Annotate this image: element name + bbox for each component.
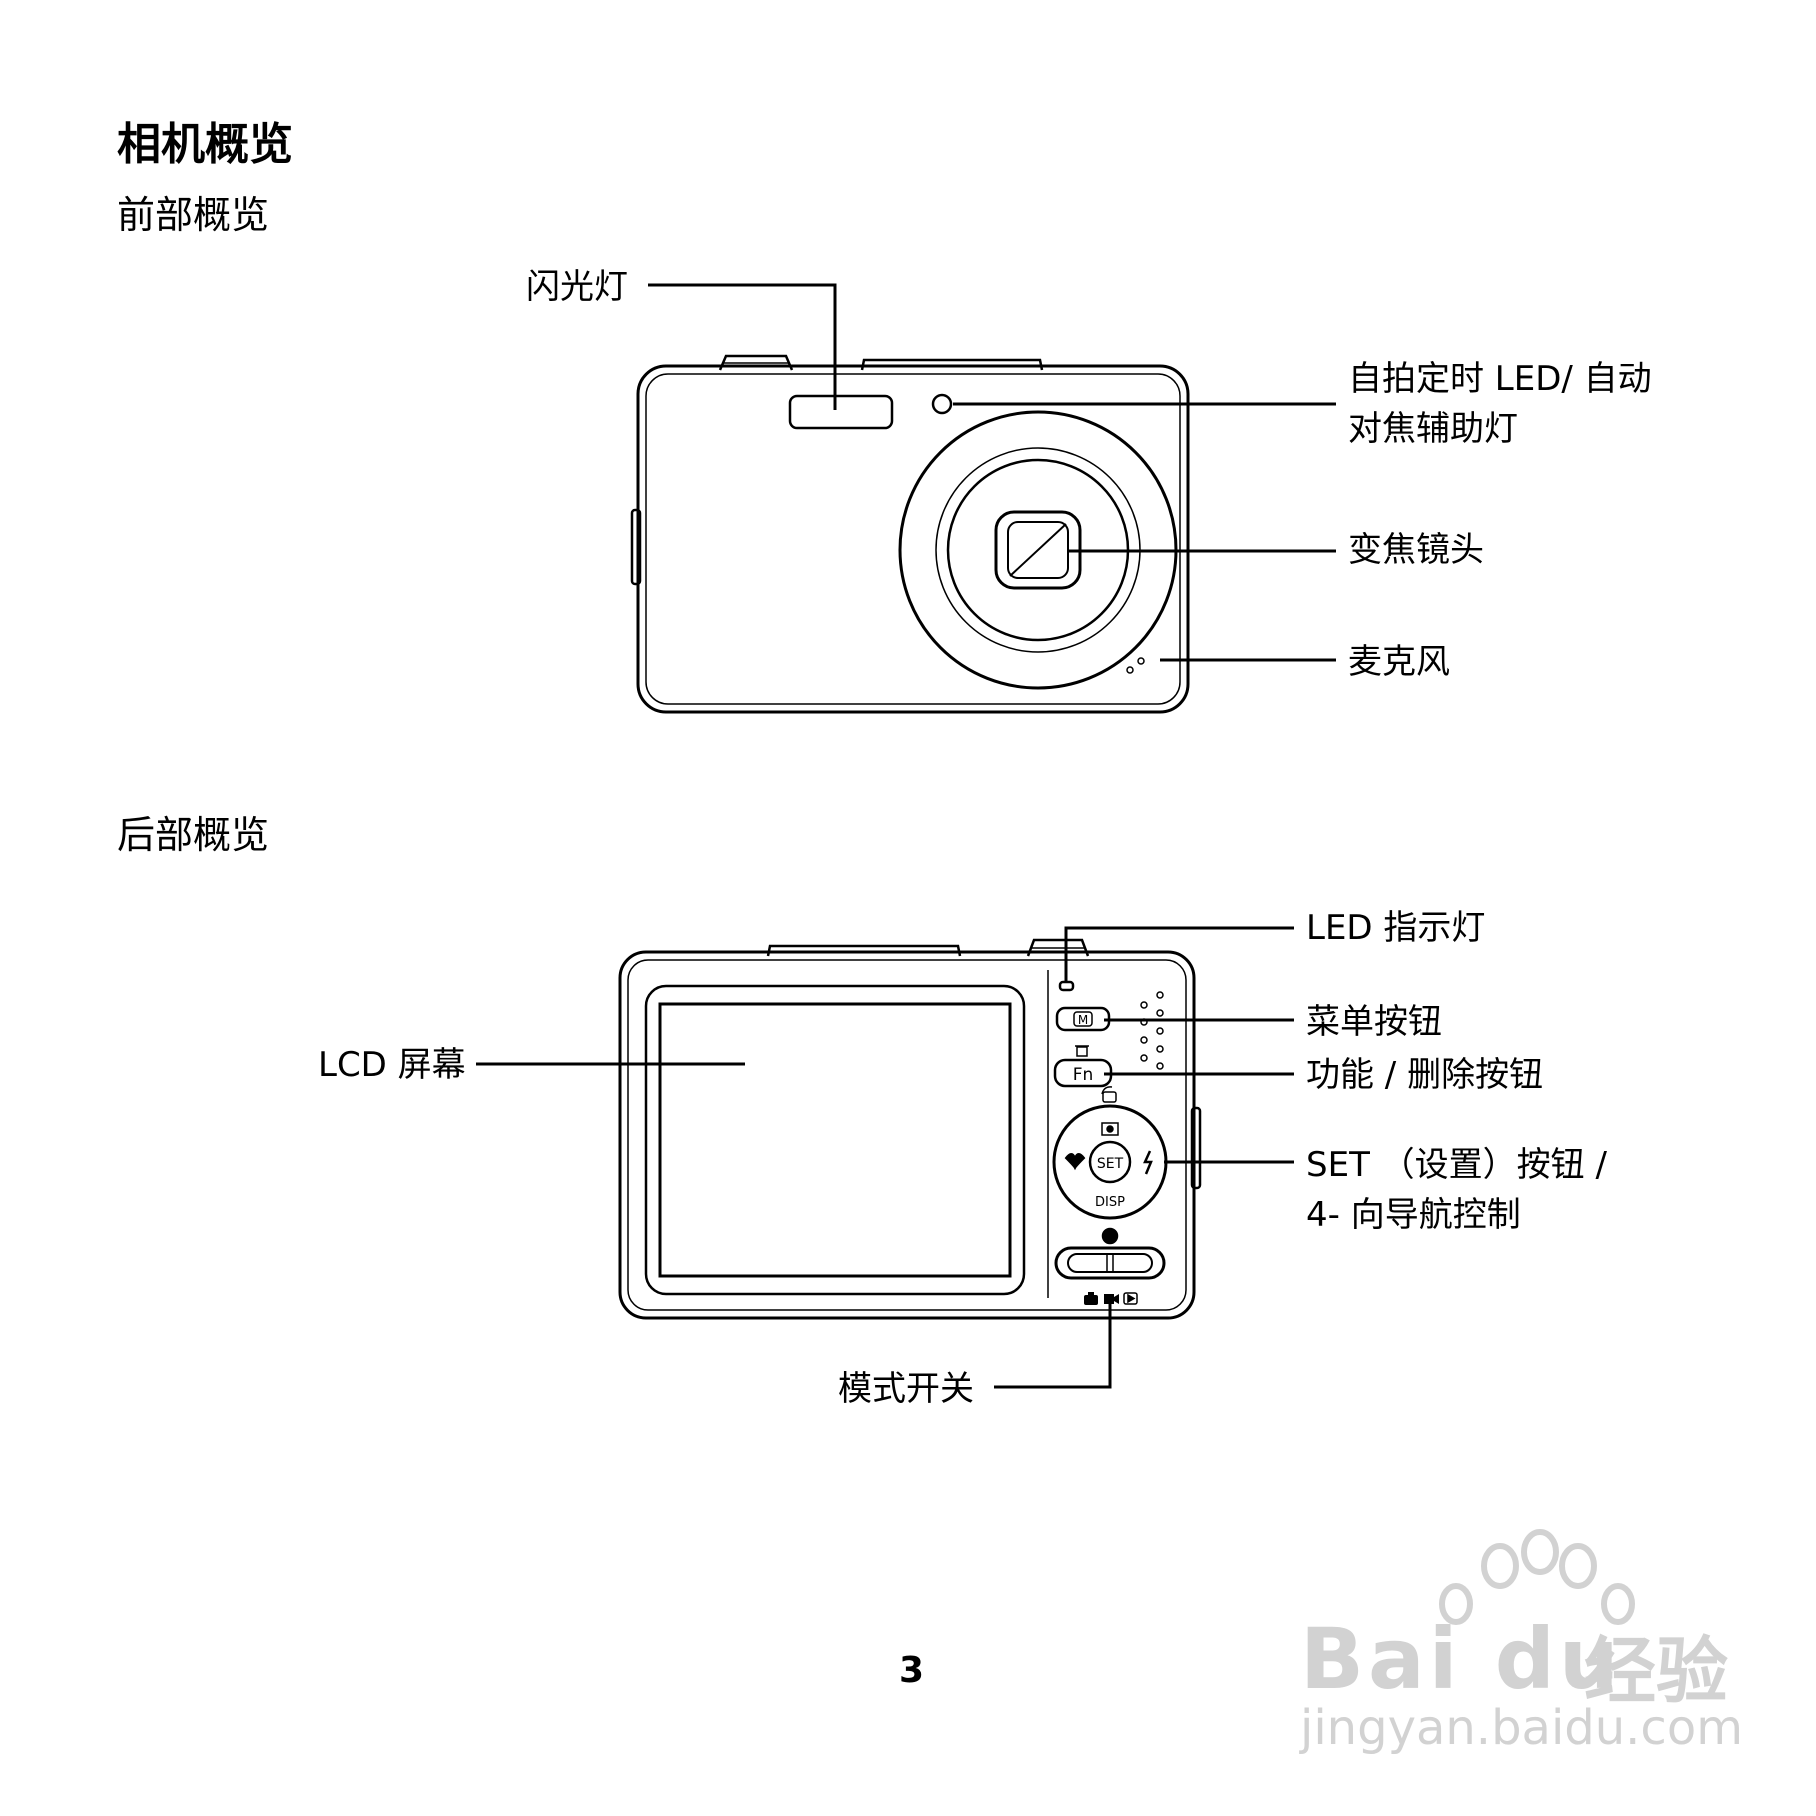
flash-label: 闪光灯 [526, 267, 628, 307]
set-key-text: SET [1097, 1156, 1124, 1172]
lcd-screen [658, 1002, 1012, 1278]
led-indicator-label: LED 指示灯 [1306, 908, 1486, 948]
menu-button-label: 菜单按钮 [1306, 1002, 1442, 1042]
front-leader-lines [648, 283, 1336, 662]
speaker-grille [1140, 991, 1164, 1070]
microphone [1126, 666, 1134, 674]
fn-key-text: Fn [1073, 1065, 1094, 1085]
set-button-label-line2: 4- 向导航控制 [1306, 1195, 1521, 1235]
self-timer-led [931, 393, 953, 415]
self-timer-label-line1: 自拍定时 LED/ 自动 [1348, 359, 1652, 399]
face-detect-icon [1101, 1122, 1119, 1136]
menu-key-text: M [1078, 1013, 1088, 1027]
front-camera [630, 354, 1190, 714]
set-button-label-line1: SET （设置）按钮 / [1306, 1145, 1607, 1185]
flash [788, 394, 894, 430]
trash-icon [1075, 1045, 1089, 1057]
page-title: 相机概览 [117, 119, 293, 170]
camera-mode-icon [1084, 1292, 1098, 1305]
macro-icon [1064, 1153, 1086, 1171]
playback-mode-icon [1123, 1292, 1138, 1305]
rear-section-title: 后部概览 [117, 813, 270, 857]
mode-switch[interactable] [1054, 1246, 1166, 1280]
watermark-brand-suffix: 经验 [1584, 1629, 1729, 1713]
disp-text: DISP [1095, 1195, 1125, 1210]
mode-switch-label: 模式开关 [838, 1369, 974, 1409]
fn-delete-button-label: 功能 / 删除按钮 [1306, 1055, 1544, 1095]
lcd-screen-label: LCD 屏幕 [318, 1045, 466, 1085]
zoom-lens-label: 变焦镜头 [1348, 530, 1484, 570]
flash-icon [1143, 1150, 1153, 1175]
self-timer-icon [1101, 1086, 1117, 1103]
rear-leader-lines [476, 926, 1294, 1389]
led-indicator [1058, 980, 1075, 992]
page-number: 3 [899, 1650, 925, 1691]
video-mode-icon [1104, 1294, 1119, 1304]
help-icon [1101, 1227, 1119, 1245]
watermark-brand: Bai du [1300, 1610, 1623, 1708]
microphone-label: 麦克风 [1348, 642, 1450, 682]
rear-camera [618, 938, 1202, 1320]
watermark-url: jingyan.baidu.com [1300, 1700, 1743, 1756]
self-timer-label-line2: 对焦辅助灯 [1348, 409, 1518, 449]
front-section-title: 前部概览 [117, 193, 270, 237]
